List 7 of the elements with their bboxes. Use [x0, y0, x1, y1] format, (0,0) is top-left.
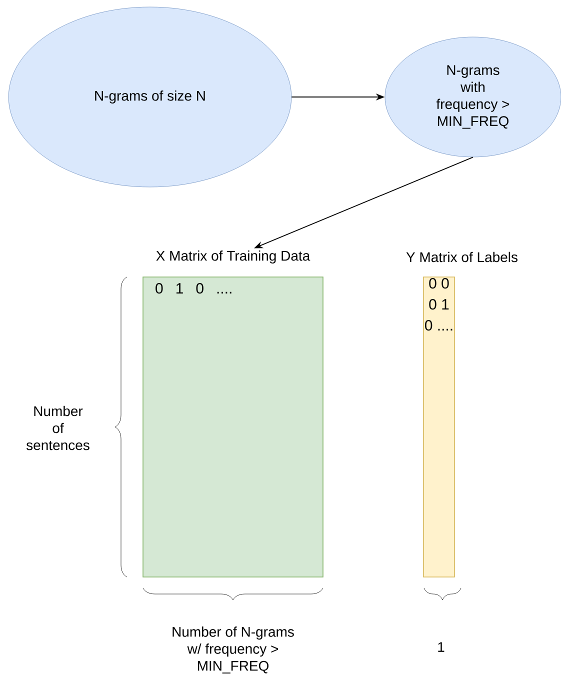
matrix-box: 0 1 0 .... [142, 276, 324, 578]
annotation-text: 1 [438, 642, 444, 652]
matrix-box: 0 0 0 1 0 .... [423, 276, 455, 578]
annotation-text: Number of sentences [26, 406, 90, 450]
annotation-text: Number of N-grams w/ frequency > MIN_FREQ [172, 626, 294, 674]
matrix-title: Y Matrix of Labels [406, 252, 518, 262]
matrix-title: X Matrix of Training Data [156, 250, 310, 264]
